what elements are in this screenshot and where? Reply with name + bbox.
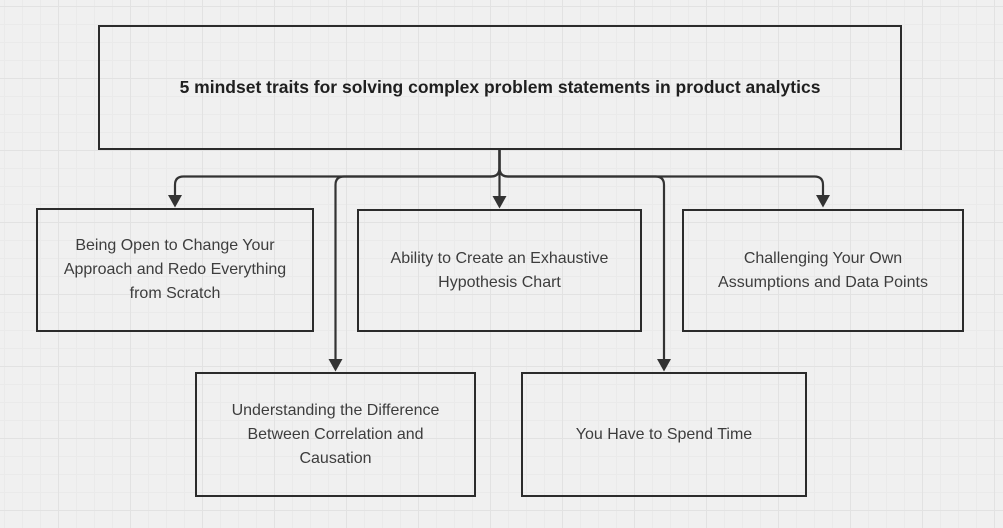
node-title[interactable]: 5 mindset traits for solving complex pro…	[98, 25, 902, 150]
node-label: Ability to Create an Exhaustive Hypothes…	[390, 249, 609, 291]
connector-to-challenge-assumptions	[498, 148, 825, 198]
node-challenge-assumptions[interactable]: Challenging Your Own Assumptions and Dat…	[682, 209, 964, 332]
arrowhead-change-approach	[168, 195, 182, 208]
connector-to-change-approach	[173, 148, 501, 198]
node-hypothesis-chart[interactable]: Ability to Create an Exhaustive Hypothes…	[357, 209, 642, 332]
arrowhead-hypothesis-chart	[492, 196, 507, 209]
node-label: You Have to Spend Time	[575, 425, 753, 443]
node-label: Challenging Your Own Assumptions and Dat…	[718, 249, 928, 291]
diagram-title: 5 mindset traits for solving complex pro…	[179, 77, 821, 98]
arrowhead-challenge-assumptions	[816, 195, 830, 208]
node-spend-time[interactable]: You Have to Spend Time	[521, 372, 807, 497]
arrowhead-correlation-causation	[328, 359, 343, 372]
node-correlation-causation[interactable]: Understanding the Difference Between Cor…	[195, 372, 476, 497]
node-change-approach[interactable]: Being Open to Change Your Approach and R…	[36, 208, 314, 332]
node-label: Understanding the Difference Between Cor…	[231, 401, 440, 467]
arrowhead-spend-time	[657, 359, 671, 372]
node-label: Being Open to Change Your Approach and R…	[63, 237, 287, 302]
